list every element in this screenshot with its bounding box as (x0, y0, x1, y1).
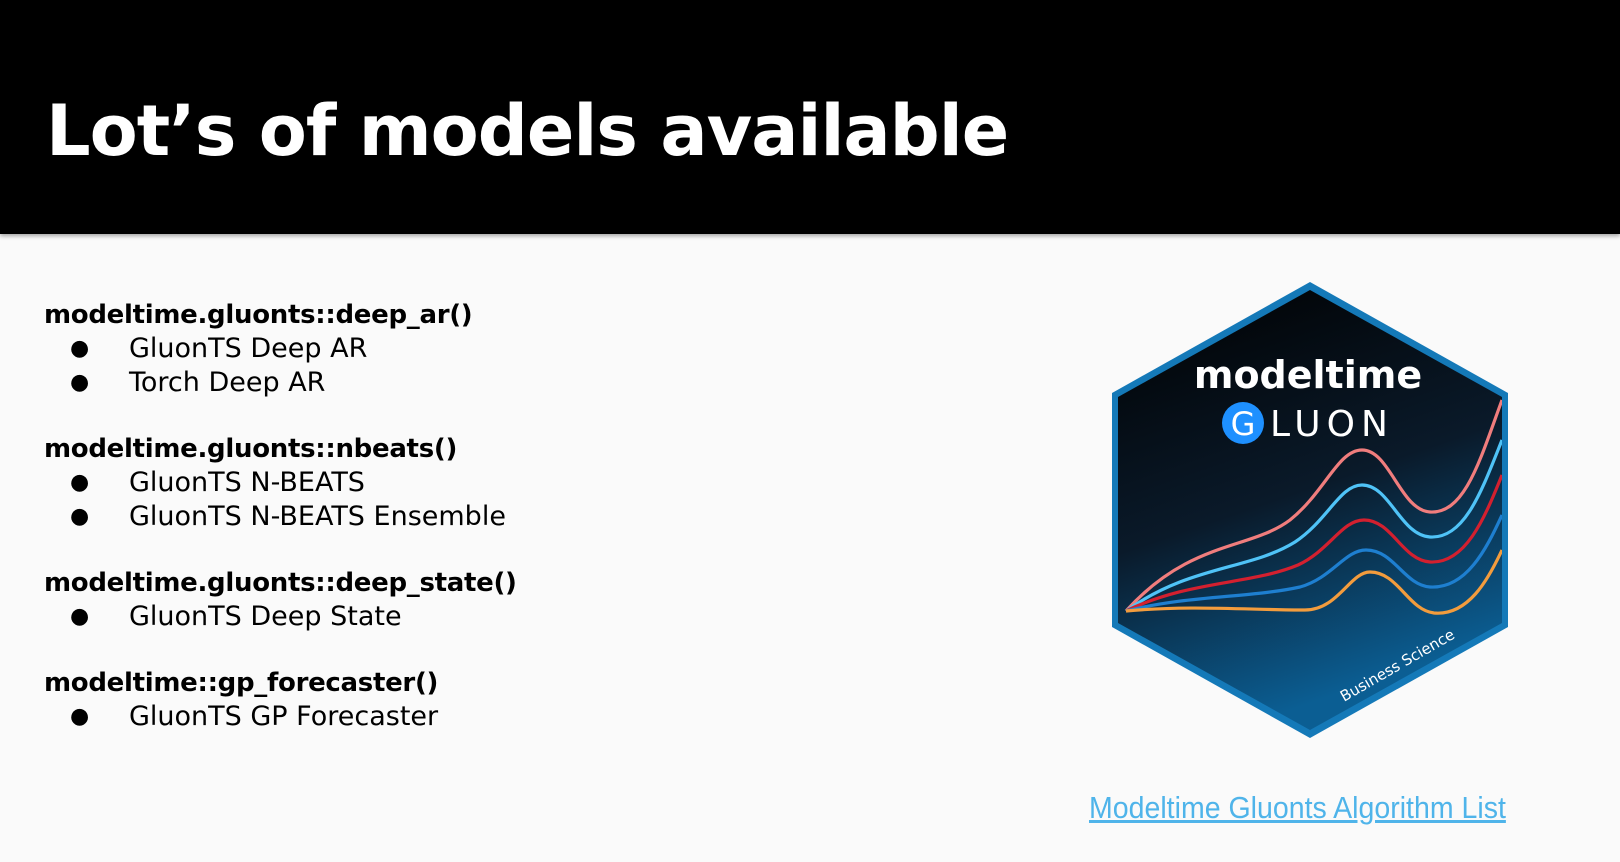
model-name: modeltime.gluonts::nbeats() (44, 434, 458, 464)
model-group-deep-ar: modeltime.gluonts::deep_ar() ● GluonTS De… (44, 298, 944, 400)
curve-orange (1125, 549, 1502, 615)
list-item: ● Torch Deep AR (44, 366, 944, 400)
model-items: ● GluonTS Deep AR ● Torch Deep AR (44, 332, 944, 400)
list-item-label: GluonTS Deep AR (129, 333, 368, 364)
bullet-icon: ● (70, 370, 90, 395)
logo-letter: G (1231, 405, 1256, 443)
curve-red (1125, 474, 1502, 613)
bullet-icon: ● (70, 704, 90, 729)
slide-title: Lot’s of models available (46, 90, 1009, 172)
curve-blue (1125, 514, 1502, 613)
list-item-label: GluonTS Deep State (129, 601, 402, 632)
curve-light-blue (1125, 439, 1502, 613)
gluon-g-icon (1222, 402, 1264, 444)
model-group-nbeats: modeltime.gluonts::nbeats() ●GluonTS N-B… (44, 432, 944, 534)
hex-background (1118, 290, 1502, 730)
curve-pink (1124, 399, 1502, 613)
list-item: ● GluonTS Deep AR (44, 332, 944, 366)
logo-subtitle: LUON (1270, 404, 1394, 445)
list-item: ● GluonTS N-BEATS Ensemble (44, 500, 944, 534)
list-item-label: GluonTS GP Forecaster (129, 701, 439, 732)
algorithm-list-link[interactable]: Modeltime Gluonts Algorithm List (1089, 790, 1506, 825)
model-group-gp-forecaster: modeltime::gp_forecaster() ● GluonTS GP F… (44, 666, 944, 734)
model-name: modeltime::gp_forecaster() (44, 668, 439, 698)
list-item: ● GluonTS N-BEATS (44, 466, 944, 500)
model-list: modeltime.gluonts::deep_ar() ●GluonTS De… (44, 298, 944, 734)
logo-title: modeltime (1194, 353, 1422, 397)
bullet-icon: ● (70, 336, 90, 361)
model-group-deep-state: modeltime.gluonts::deep_state() ● GluonTS… (44, 566, 944, 634)
forecast-curves (1124, 399, 1502, 615)
model-name: modeltime.gluonts::deep_state() (44, 568, 517, 598)
list-item-label: GluonTS N-BEATS Ensemble (129, 501, 506, 532)
bullet-icon: ● (70, 604, 90, 629)
list-item: ● GluonTS Deep State (44, 600, 944, 634)
bullet-icon: ● (70, 470, 90, 495)
title-bar: Lot’s of models available (0, 0, 1620, 234)
model-items: ● GluonTS GP Forecaster (44, 700, 944, 734)
list-item-label: Torch Deep AR (129, 367, 326, 398)
model-items: ● GluonTS N-BEATS ● GluonTS N-BEATS Ensemb… (44, 466, 944, 534)
model-items: ● GluonTS Deep State (44, 600, 944, 634)
list-item-label: GluonTS N-BEATS (129, 467, 365, 498)
list-item: ● GluonTS GP Forecaster (44, 700, 944, 734)
model-name: modeltime.gluonts::deep_ar() (44, 300, 473, 330)
modeltime-gluon-logo: modeltime G LUON Business Science (1112, 282, 1508, 738)
bullet-icon: ● (70, 504, 90, 529)
